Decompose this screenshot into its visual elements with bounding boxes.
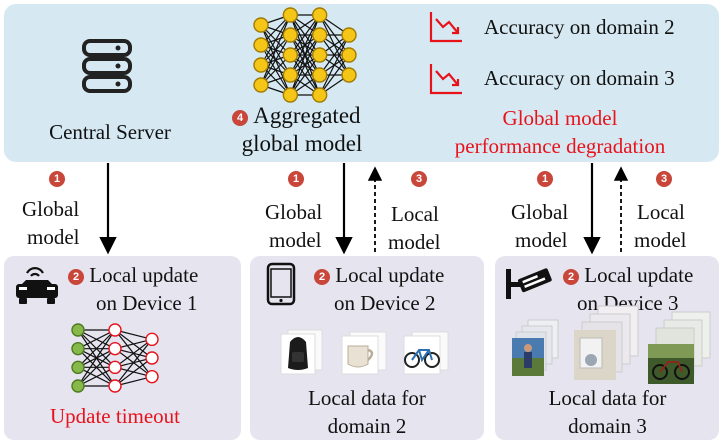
degradation-label-line1: Global model [502, 106, 618, 130]
network-edge [289, 14, 321, 56]
local-model-label-3a: Local [637, 200, 685, 224]
network-node [145, 369, 159, 384]
local-model-network-icon [71, 323, 159, 393]
network-node [108, 379, 122, 393]
step-1-badge: 1 [49, 171, 65, 187]
network-node [145, 351, 159, 365]
network-node [253, 17, 269, 33]
network-edge [77, 329, 116, 387]
step-2-badge: 2 [314, 269, 330, 286]
network-node [71, 360, 85, 375]
network-node [311, 87, 328, 103]
network-node [282, 67, 299, 83]
degradation-label-line2: performance degradation [454, 134, 666, 158]
global-model-label-3b: model [515, 228, 568, 252]
local-data-domain-3-line2: domain 3 [568, 414, 647, 438]
network-node [253, 77, 269, 93]
network-edge [77, 329, 116, 368]
network-edge [260, 14, 291, 66]
network-node [311, 7, 328, 23]
network-edge [114, 338, 153, 387]
global-model-label-3a: Global [511, 200, 569, 224]
legend-label-domain-2: Accuracy on domain 2 [484, 15, 675, 39]
network-node [108, 323, 122, 337]
local-update-device-3-line1: 2 Local update [563, 263, 693, 287]
local-update-device-1-line2: on Device 1 [96, 291, 198, 315]
network-node [282, 47, 299, 63]
network-node [71, 379, 85, 393]
network-node [311, 67, 328, 83]
network-edge [114, 357, 153, 387]
network-node [341, 67, 357, 83]
network-node [311, 27, 328, 43]
network-edge [77, 366, 116, 387]
network-edge [319, 34, 350, 76]
network-edge [319, 34, 350, 96]
network-edge [289, 14, 321, 76]
step-2-badge: 2 [563, 269, 579, 286]
decline-chart-icon [429, 12, 462, 43]
central-server-panel [4, 4, 719, 162]
car-icon [16, 267, 58, 304]
global-model-network-icon [253, 7, 357, 103]
appliance-photo-stack [574, 305, 639, 380]
local-model-label-2a: Local [391, 202, 439, 226]
phone-icon [266, 262, 296, 306]
network-node [253, 37, 269, 53]
camera-icon [506, 268, 552, 299]
backpack-image [280, 329, 323, 375]
bike-photo-stack [648, 311, 711, 384]
network-node [253, 57, 269, 73]
network-node [341, 27, 357, 43]
bicycle-image [403, 331, 449, 375]
local-model-label-2b: model [388, 230, 441, 254]
network-edge [319, 54, 350, 96]
step-1-badge: 1 [537, 171, 553, 187]
mug-image [341, 331, 387, 375]
network-edge [77, 348, 116, 387]
step-3-badge: 3 [656, 171, 672, 187]
local-model-label-3b: model [634, 228, 687, 252]
network-edge [289, 34, 321, 96]
network-edge [289, 14, 321, 96]
local-data-domain-2-line2: domain 2 [327, 414, 407, 438]
network-edge [260, 34, 291, 86]
network-edge [289, 54, 321, 96]
network-node [311, 47, 328, 63]
decline-chart-icon [429, 64, 462, 95]
local-data-domain-3-line1: Local data for [548, 386, 667, 410]
step-1-badge: 1 [288, 171, 304, 187]
local-update-device-2-line2: on Device 2 [334, 291, 436, 315]
network-edge [77, 329, 116, 350]
network-node [282, 7, 299, 23]
local-update-device-2-line1: 2 Local update [314, 263, 444, 287]
global-model-label-2a: Global [265, 200, 323, 224]
network-node [145, 332, 159, 347]
network-node [71, 323, 85, 337]
local-update-device-1-line1: 2 Local update [68, 263, 198, 287]
network-edge [260, 14, 291, 86]
network-node [341, 47, 357, 63]
global-model-label-1b: model [27, 225, 80, 249]
local-data-domain-2-line1: Local data for [308, 386, 426, 410]
network-node [71, 341, 85, 356]
step-3-badge: 3 [411, 171, 427, 187]
person-photo-stack [512, 319, 559, 376]
network-node [282, 87, 299, 103]
network-node [108, 360, 122, 375]
step-2-badge: 2 [68, 269, 84, 286]
central-server-label: Central Server [49, 120, 171, 144]
network-node [282, 27, 299, 43]
server-icon [82, 39, 132, 93]
global-model-label-1a: Global [22, 197, 80, 221]
step-4-badge: 4 [232, 110, 248, 127]
update-timeout-label: Update timeout [49, 404, 181, 428]
legend-label-domain-3: Accuracy on domain 3 [484, 66, 675, 90]
aggregated-model-label: 4 Aggregated [232, 104, 361, 128]
global-model-label-2b: model [269, 228, 322, 252]
network-node [108, 341, 122, 356]
network-edge [114, 338, 153, 368]
aggregated-model-label-line2: global model [241, 131, 363, 156]
